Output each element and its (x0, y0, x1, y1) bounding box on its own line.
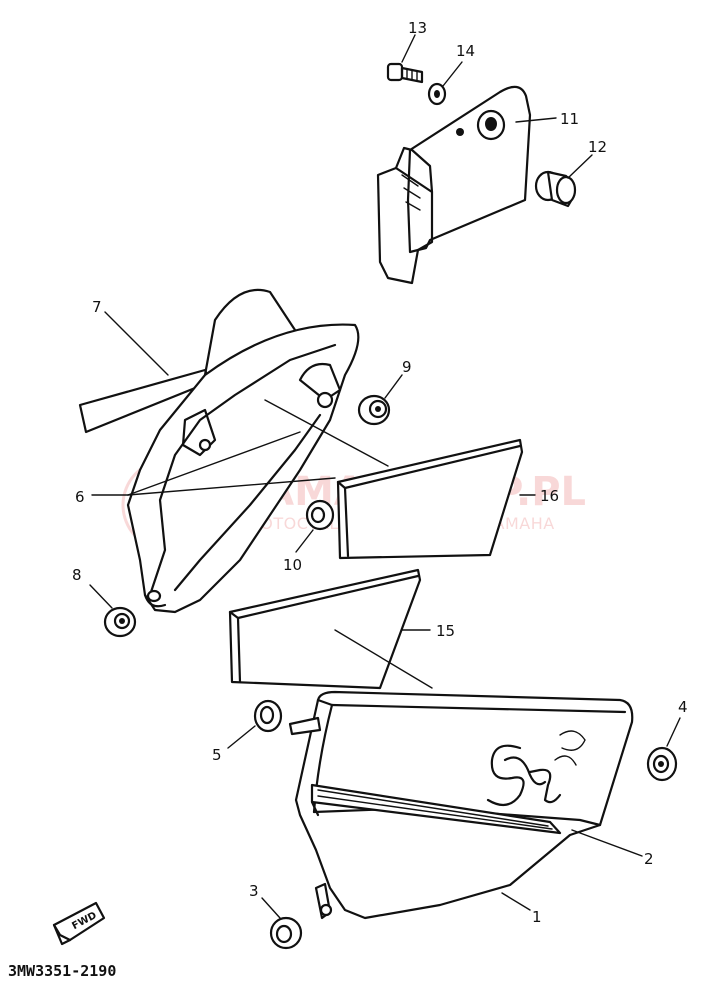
callout-9: 9 (402, 358, 412, 376)
callout-10: 10 (283, 556, 302, 574)
callout-2: 2 (644, 850, 654, 868)
part-10-grommet (305, 499, 335, 531)
part-4-grommet (646, 746, 678, 782)
callout-8: 8 (72, 566, 82, 584)
part-11-bracket (376, 85, 532, 285)
part-13-bolt (386, 62, 424, 84)
part-16-pad (336, 438, 524, 560)
part-8-grommet (103, 606, 137, 638)
diagram-part-code: 3MW3351-2190 (8, 962, 116, 980)
part-5-grommet (253, 699, 283, 733)
callout-labels: 13 14 11 12 7 9 6 16 10 8 15 5 4 2 1 3 (72, 19, 688, 926)
callout-7: 7 (92, 298, 102, 316)
part-6-inner-panel (126, 288, 360, 614)
callout-4: 4 (678, 698, 688, 716)
part-15-pad (228, 568, 422, 690)
callout-5: 5 (212, 746, 222, 764)
callout-16: 16 (540, 487, 559, 505)
part-14-washer (427, 82, 447, 106)
callout-1: 1 (532, 908, 542, 926)
callout-13: 13 (408, 19, 427, 37)
part-1-side-cover (288, 690, 634, 920)
leader-lines (89, 34, 681, 919)
part-12-grommet (534, 170, 577, 208)
sr-emblem-icon (486, 730, 586, 807)
callout-3: 3 (249, 882, 259, 900)
callout-11: 11 (560, 110, 579, 128)
callout-12: 12 (588, 138, 607, 156)
fwd-arrow-icon: FWD (52, 901, 106, 946)
part-9-grommet (357, 394, 391, 426)
part-3-grommet (269, 916, 303, 950)
callout-14: 14 (456, 42, 475, 60)
callout-15: 15 (436, 622, 455, 640)
callout-6: 6 (75, 488, 85, 506)
